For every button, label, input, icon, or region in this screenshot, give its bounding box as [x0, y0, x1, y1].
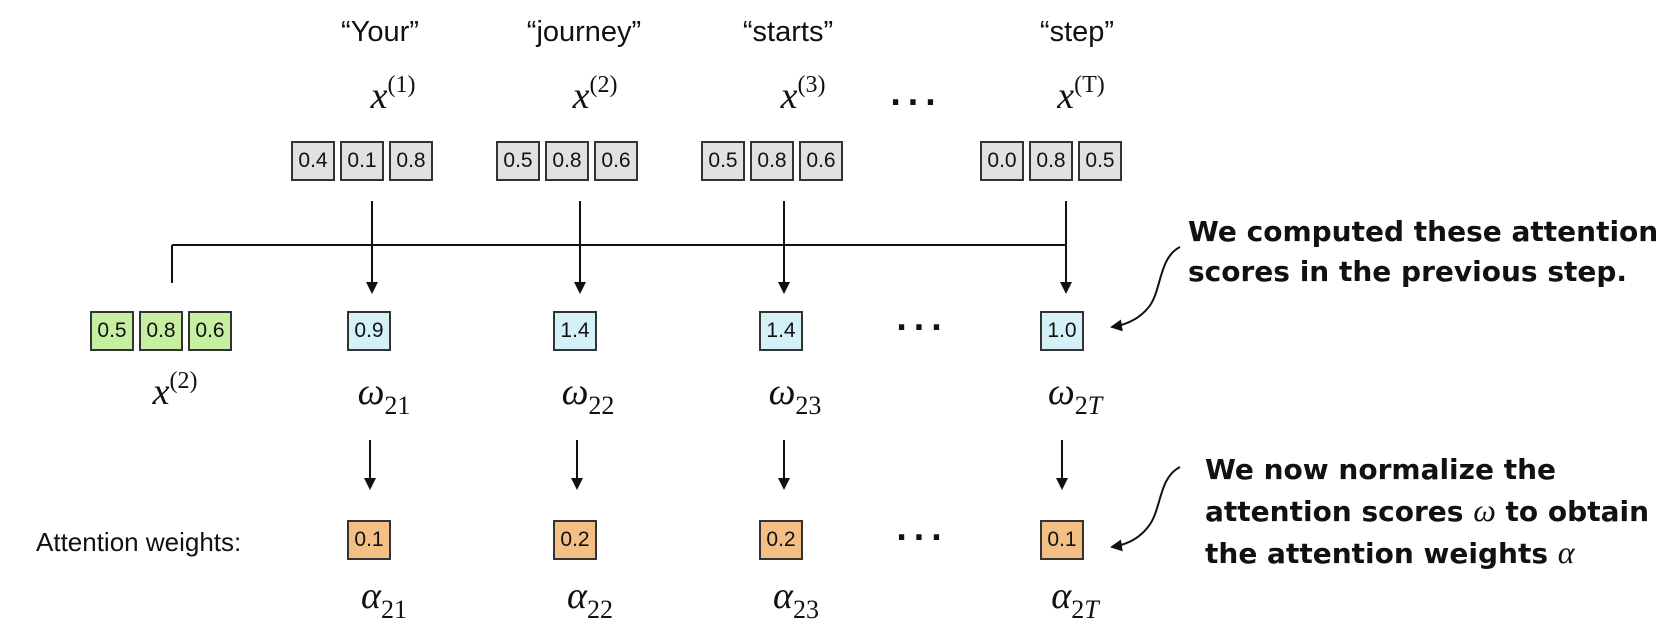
score-box-2: 1.4 [553, 311, 597, 351]
ellipsis-top: ... [889, 78, 943, 113]
weights-note-line-3: the attention weights α [1205, 534, 1575, 570]
vector-cell: 0.1 [340, 141, 384, 181]
vector-cell: 0.5 [90, 311, 134, 351]
weight-box-2: 0.2 [553, 520, 597, 560]
vector-cell: 0.5 [1078, 141, 1122, 181]
weights-note-arrow [1110, 466, 1181, 552]
input-label-2: x(2) [572, 72, 618, 117]
weight-box-3: 0.2 [759, 520, 803, 560]
weights-note-line-1: We now normalize the [1205, 453, 1556, 486]
vector-cell: 0.8 [139, 311, 183, 351]
weights-note: We now normalize the attention scores ω … [1205, 450, 1649, 574]
weight-cell: 0.1 [347, 520, 391, 560]
weight-cell: 0.2 [553, 520, 597, 560]
token-word-2: “journey” [526, 16, 642, 48]
score-label-2: ω22 [561, 371, 615, 420]
scores-note-line-1: We computed these attention [1188, 215, 1659, 248]
score-cell: 1.4 [553, 311, 597, 351]
weights-note-line-2: attention scores ω to obtain [1205, 492, 1650, 528]
weight-box-T: 0.1 [1040, 520, 1084, 560]
score-box-1: 0.9 [347, 311, 391, 351]
input-vector-T: 0.0 0.8 0.5 [980, 141, 1122, 181]
ellipsis-weights: ... [895, 513, 949, 548]
input-vector-1: 0.4 0.1 0.8 [291, 141, 433, 181]
input-label-3: x(3) [780, 72, 826, 117]
scores-note-line-2: scores in the previous step. [1188, 255, 1628, 288]
vector-cell: 0.5 [496, 141, 540, 181]
score-cell: 1.0 [1040, 311, 1084, 351]
scores-note-arrow [1110, 246, 1181, 332]
weight-label-3: α23 [773, 575, 819, 624]
score-label-T: ω2T [1047, 371, 1103, 420]
score-label-1: ω21 [357, 371, 411, 420]
vector-cell: 0.4 [291, 141, 335, 181]
vector-cell: 0.6 [799, 141, 843, 181]
vector-cell: 0.0 [980, 141, 1024, 181]
ellipsis-scores: ... [895, 303, 949, 338]
attention-weights-label: Attention weights: [36, 527, 242, 557]
input-vector-3: 0.5 0.8 0.6 [701, 141, 843, 181]
token-word-1: “Your” [341, 16, 419, 48]
vector-cell: 0.6 [594, 141, 638, 181]
input-label-1: x(1) [370, 72, 416, 117]
vector-cell: 0.8 [389, 141, 433, 181]
token-word-3: “starts” [742, 16, 834, 48]
input-label-T: x(T) [1057, 72, 1105, 117]
weight-label-1: α21 [361, 575, 407, 624]
weight-cell: 0.2 [759, 520, 803, 560]
weight-label-T: α2T [1051, 575, 1099, 624]
score-box-T: 1.0 [1040, 311, 1084, 351]
score-box-3: 1.4 [759, 311, 803, 351]
score-label-3: ω23 [768, 371, 822, 420]
query-label: x(2) [152, 368, 198, 413]
score-cell: 1.4 [759, 311, 803, 351]
weight-cell: 0.1 [1040, 520, 1084, 560]
token-word-T: “step” [1039, 16, 1115, 48]
query-vector: 0.5 0.8 0.6 [90, 311, 232, 351]
vector-cell: 0.8 [1029, 141, 1073, 181]
score-cell: 0.9 [347, 311, 391, 351]
vector-cell: 0.8 [545, 141, 589, 181]
weight-label-2: α22 [567, 575, 613, 624]
input-vector-2: 0.5 0.8 0.6 [496, 141, 638, 181]
weight-box-1: 0.1 [347, 520, 391, 560]
scores-note: We computed these attention scores in th… [1188, 212, 1658, 292]
vector-cell: 0.5 [701, 141, 745, 181]
vector-cell: 0.8 [750, 141, 794, 181]
vector-cell: 0.6 [188, 311, 232, 351]
